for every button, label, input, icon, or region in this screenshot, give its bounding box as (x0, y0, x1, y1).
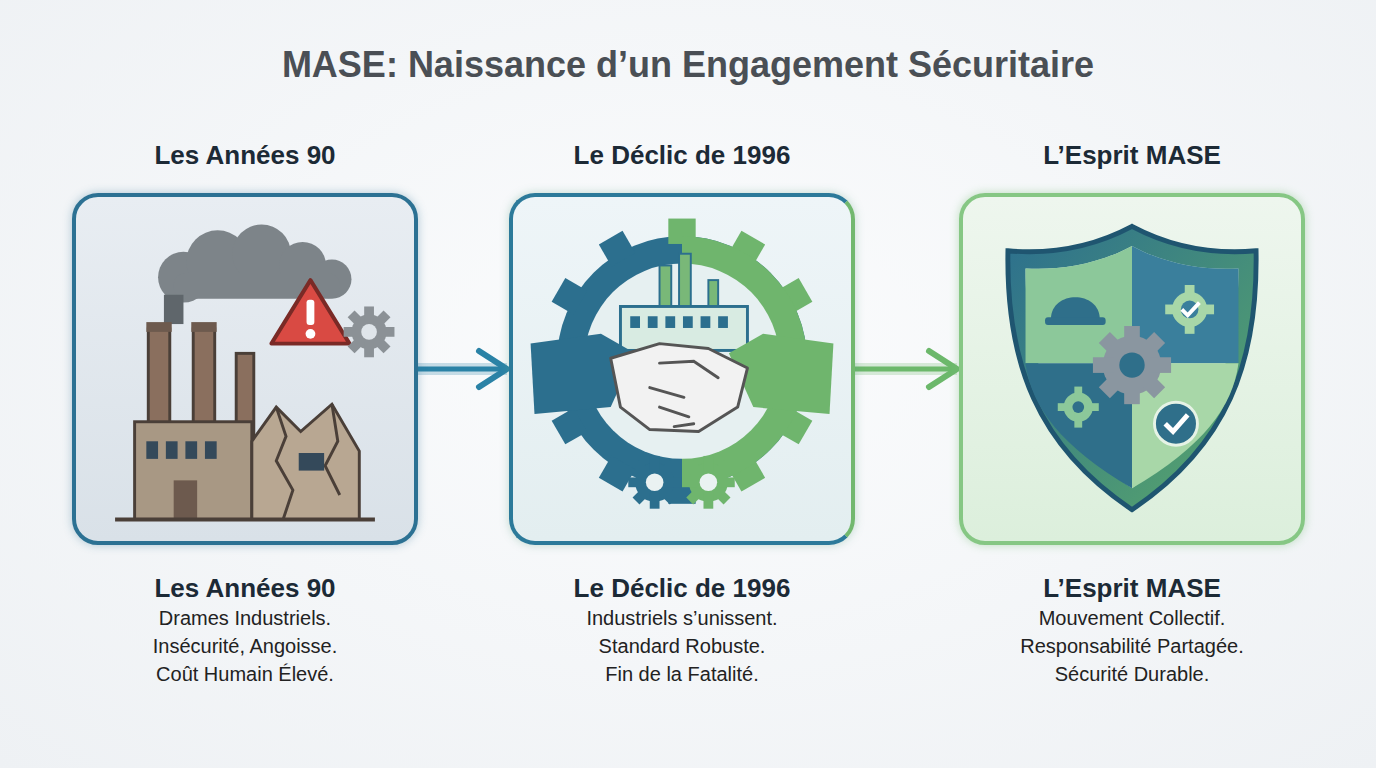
stage-heading: Le Déclic de 1996 (574, 573, 791, 604)
stage-text: Mouvement Collectif. (1039, 604, 1226, 632)
stage-text: Coût Humain Élevé. (156, 660, 334, 688)
stage-heading: L’Esprit MASE (1043, 573, 1221, 604)
stage-node: Les Années 90 Les Années 90Drames Indust… (70, 140, 420, 688)
stage-text: Fin de la Fatalité. (605, 660, 758, 688)
stage-heading: Les Années 90 (154, 140, 335, 171)
stage-heading: L’Esprit MASE (1043, 140, 1221, 171)
stage-node: L’Esprit MASE L’Esprit MASEMouvement Col… (957, 140, 1307, 688)
stage-text: Sécurité Durable. (1055, 660, 1210, 688)
stage-heading: Les Années 90 (154, 573, 335, 604)
stage-text: Drames Industriels. (159, 604, 331, 632)
arrow-head (929, 351, 957, 387)
stage-text: Responsabilité Partagée. (1020, 632, 1243, 660)
shield-illustration (963, 197, 1301, 541)
arrow-glow (855, 363, 957, 375)
stage-node: Le Déclic de 1996 Le Déclic de 1996Indus… (507, 140, 857, 688)
stage-text: Insécurité, Angoisse. (153, 632, 338, 660)
handshake-gear-illustration (513, 197, 851, 541)
arrow-glow (418, 363, 507, 375)
flow-arrow (855, 367, 957, 372)
stage-panel (72, 193, 418, 545)
arrow-head (479, 351, 507, 387)
flow-arrow (418, 367, 507, 372)
factory-illustration (76, 197, 414, 541)
stage-text: Industriels s’unissent. (586, 604, 777, 632)
stage-panel (509, 193, 855, 545)
stage-panel (959, 193, 1305, 545)
stage-heading: Le Déclic de 1996 (574, 140, 791, 171)
diagram-title: MASE: Naissance d’un Engagement Sécurita… (0, 44, 1376, 86)
stage-text: Standard Robuste. (599, 632, 766, 660)
